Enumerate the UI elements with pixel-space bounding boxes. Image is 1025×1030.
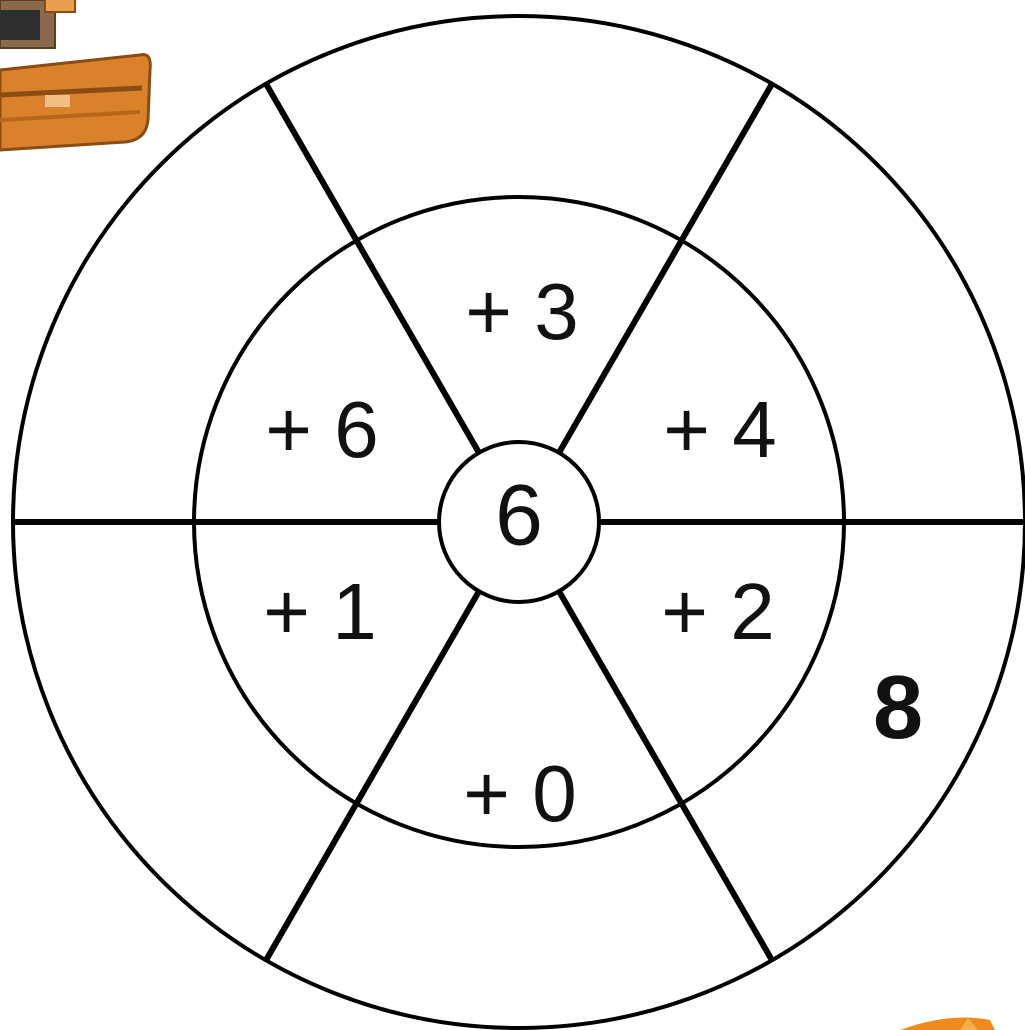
- bulldozer-blade-icon: [0, 0, 150, 150]
- logo-fragment: [900, 1018, 995, 1030]
- operation-upper-left: + 6: [265, 385, 378, 474]
- operation-lower-right: + 2: [661, 567, 774, 656]
- center-number: 6: [495, 468, 543, 564]
- operation-bottom: + 0: [463, 749, 576, 838]
- operation-top: + 3: [465, 267, 578, 356]
- answer-lower-right[interactable]: 8: [873, 658, 923, 758]
- operation-upper-right: + 4: [663, 385, 776, 474]
- operation-lower-left: + 1: [263, 567, 376, 656]
